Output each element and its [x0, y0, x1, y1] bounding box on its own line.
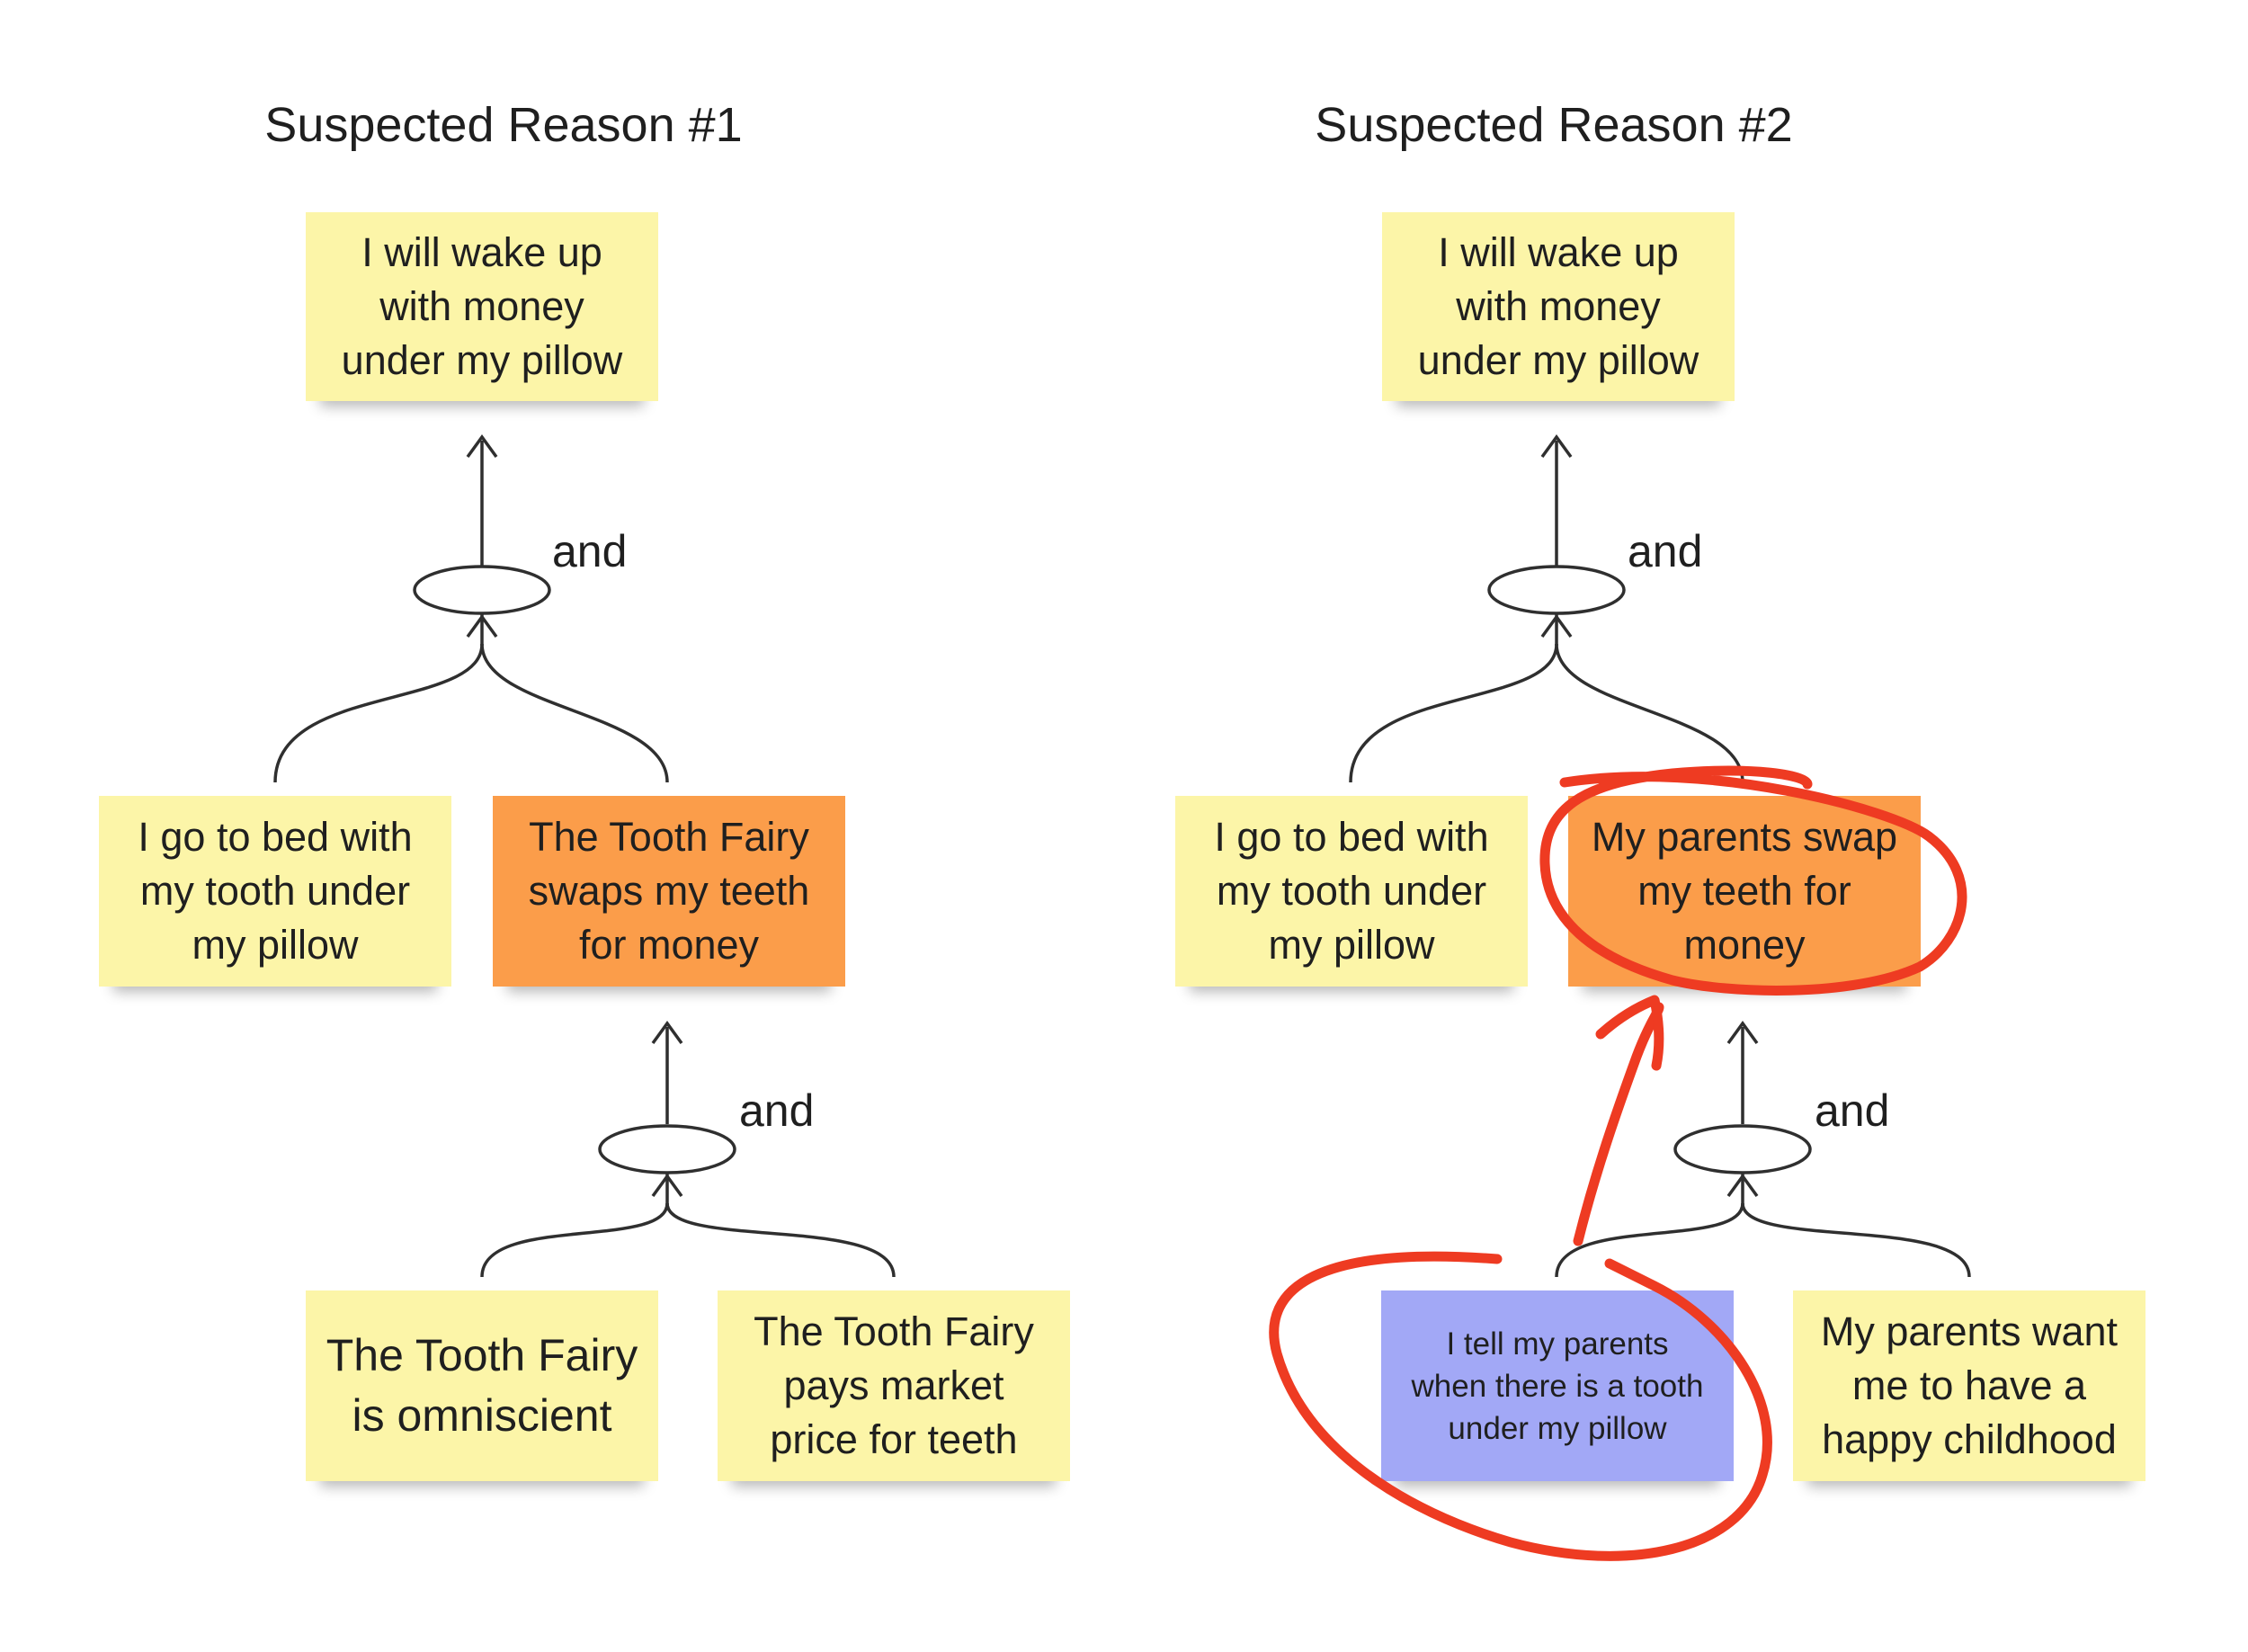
note-col1-bottom-right[interactable]: The Tooth Fairy pays market price for te… — [718, 1290, 1070, 1481]
note-col2-right[interactable]: My parents swap my teeth for money — [1568, 796, 1921, 987]
note-text: I tell my parents when there is a tooth … — [1411, 1326, 1704, 1446]
column-title-reason-2: Suspected Reason #2 — [1315, 98, 1793, 152]
col2-branch-bottom-left — [1555, 1202, 1744, 1278]
note-text: The Tooth Fairy pays market price for te… — [754, 1308, 1034, 1462]
note-text: I will wake up with money under my pillo… — [1417, 229, 1699, 383]
note-text: I will wake up with money under my pillo… — [341, 229, 623, 383]
red-circle-around-tell-parents — [1269, 1251, 1772, 1561]
note-text: My parents want me to have a happy child… — [1820, 1308, 2119, 1462]
and-label-col2-bottom: and — [1815, 1085, 1890, 1136]
col1-branch-left — [273, 643, 484, 783]
col1-branch-bottom-right — [665, 1202, 896, 1278]
col2-bottom-and-gate — [1555, 1021, 1971, 1278]
note-text: I go to bed with my tooth under my pillo… — [1214, 814, 1489, 968]
and-label-col2-top: and — [1628, 526, 1703, 576]
col2-branch-left — [1349, 643, 1558, 783]
note-col2-bottom-right[interactable]: My parents want me to have a happy child… — [1793, 1290, 2145, 1481]
col1-top-and-gate — [273, 434, 669, 783]
note-col2-left[interactable]: I go to bed with my tooth under my pillo… — [1175, 796, 1528, 987]
note-col1-right[interactable]: The Tooth Fairy swaps my teeth for money — [493, 796, 845, 987]
red-circle-around-parents-swap — [1539, 765, 1967, 996]
col1-branch-right — [480, 643, 669, 783]
note-col1-top[interactable]: I will wake up with money under my pillo… — [306, 212, 658, 401]
note-text: My parents swap my teeth for money — [1591, 814, 1898, 968]
col1-arrowhead-top — [466, 434, 498, 459]
col1-arrowhead-gate — [466, 614, 498, 638]
col2-top-and-gate — [1349, 434, 1744, 783]
col2-arrowhead-top — [1540, 434, 1573, 459]
red-arrowhead — [1595, 995, 1664, 1071]
note-text: The Tooth Fairy swaps my teeth for money — [528, 814, 810, 968]
note-text: The Tooth Fairy is omniscient — [326, 1330, 638, 1441]
column-title-reason-1: Suspected Reason #1 — [264, 98, 743, 152]
col2-branch-right — [1555, 643, 1744, 783]
col1-bottom-and-gate — [480, 1021, 896, 1278]
note-text: I go to bed with my tooth under my pillo… — [138, 814, 413, 968]
red-arrow-shaft — [1573, 1002, 1664, 1246]
note-col2-top[interactable]: I will wake up with money under my pillo… — [1382, 212, 1735, 401]
note-col1-bottom-left[interactable]: The Tooth Fairy is omniscient — [306, 1290, 658, 1481]
note-col2-bottom-left[interactable]: I tell my parents when there is a tooth … — [1381, 1290, 1734, 1481]
and-label-col1-bottom: and — [739, 1085, 815, 1136]
and-label-col1-top: and — [552, 526, 628, 576]
col2-branch-bottom-right — [1741, 1202, 1971, 1278]
col1-branch-bottom-left — [480, 1202, 669, 1278]
note-col1-left[interactable]: I go to bed with my tooth under my pillo… — [99, 796, 451, 987]
col1-arrowhead-mid — [651, 1021, 683, 1045]
